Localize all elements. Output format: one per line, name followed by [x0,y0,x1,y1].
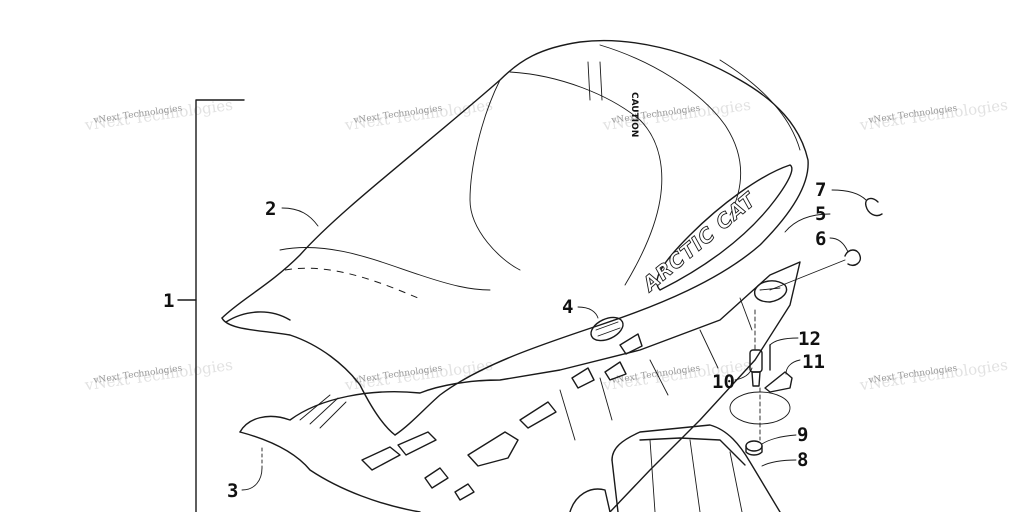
assembly-lines [261,259,846,469]
latch-stud [749,349,763,387]
callout-1: 1 [163,290,174,312]
callout-2: 2 [265,198,276,220]
latch-bracket [753,280,788,303]
callout-10: 10 [712,371,735,393]
watermark-grid: vNext Technologies vNext Technologies vN… [83,96,1009,395]
storage-bag [611,424,781,512]
hook-pin [844,249,862,266]
callout-12: 12 [798,328,821,350]
caution-label: CAUTION [629,92,639,137]
callout-7: 7 [815,179,826,201]
leader-lines [241,189,867,491]
lock-nut [745,440,763,456]
snap-ring [864,197,883,217]
decal-logo: ARCTIC CAT [636,187,761,297]
callout-11: 11 [802,351,825,373]
callout-3: 3 [227,480,238,502]
callout-5: 5 [815,203,826,225]
latch-clip [764,371,793,393]
callout-4: 4 [562,296,573,318]
velcro-pad [590,316,624,342]
callout-9: 9 [797,424,808,446]
callout-labels: 1 2 3 4 5 6 7 8 9 10 11 12 [163,179,826,502]
callout-6: 6 [815,228,826,250]
assembly-bracket [195,99,245,512]
seat-base-pan [239,261,801,512]
callout-8: 8 [797,449,808,471]
